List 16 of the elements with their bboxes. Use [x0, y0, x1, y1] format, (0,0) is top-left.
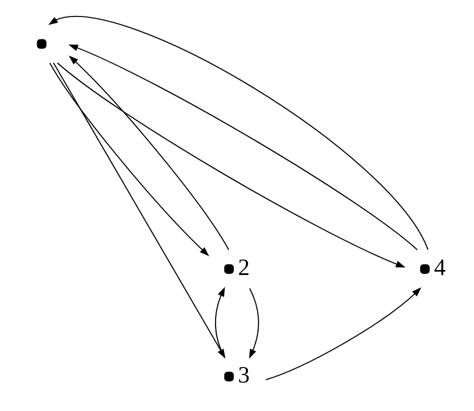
arrow	[214, 286, 225, 357]
arrow	[57, 62, 406, 267]
arrow	[52, 62, 226, 358]
node-label: 3	[238, 362, 250, 388]
arrow	[266, 286, 422, 380]
node-circle	[420, 264, 430, 274]
arrow	[68, 44, 418, 250]
arrow	[49, 62, 210, 256]
arrow	[48, 16, 428, 250]
node-label: 2	[238, 254, 250, 281]
node-circle	[224, 264, 234, 274]
node-label: 4	[434, 254, 446, 281]
arrow	[249, 288, 260, 358]
arrow	[68, 55, 230, 250]
node-circle	[36, 38, 46, 48]
node-circle	[224, 371, 234, 381]
